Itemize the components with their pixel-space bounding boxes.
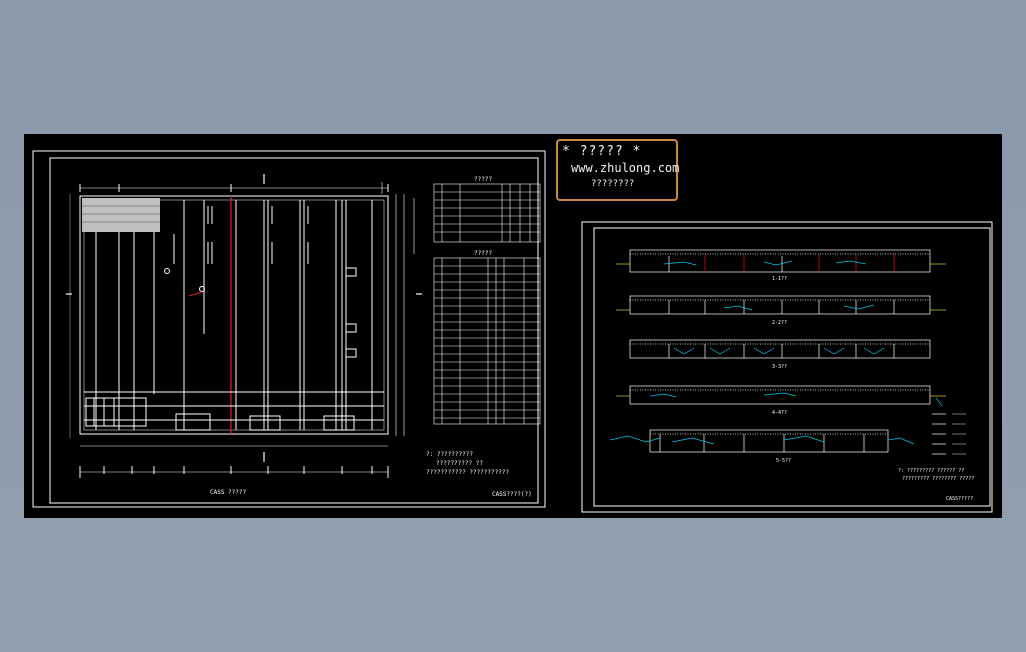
plan-notes-heading: ?: ?????????? <box>426 451 473 458</box>
plan-notes-line2: ??????????? ??????????? <box>426 469 509 476</box>
plan-caption: CASS ????? <box>210 489 247 496</box>
section-notes-line1: ?: ????????? ?????? ?? <box>898 468 964 474</box>
section-1 <box>616 249 946 273</box>
section-label-3: 3-3?? <box>772 364 787 370</box>
section-5 <box>609 429 915 453</box>
table2-title: ????? <box>474 250 492 257</box>
section-label-4: 4-4?? <box>772 410 787 416</box>
section-notes-line2: ????????? ???????? ????? <box>902 476 974 482</box>
watermark-line-1: * ????? * <box>562 144 642 159</box>
watermark-url: www.zhulong.com <box>571 161 680 175</box>
section-2 <box>616 295 946 315</box>
plan-notes-line1: ?????????? ?? <box>436 460 483 467</box>
material-table-1 <box>433 183 541 243</box>
plan-view <box>66 174 422 478</box>
plan-title-block: CASS????(?) <box>492 491 532 498</box>
section-4 <box>616 385 946 407</box>
material-table-2 <box>433 257 541 425</box>
section-3 <box>629 339 931 359</box>
plan-sheet <box>32 150 546 508</box>
section-label-2: 2-2?? <box>772 320 787 326</box>
section-label-1: 1-1?? <box>772 276 787 282</box>
section-label-5: 5-5?? <box>776 458 791 464</box>
section-legend <box>932 413 966 455</box>
section-title-block: CASS????? <box>946 496 973 502</box>
cad-drawing-canvas[interactable]: ????? ????? ?: ?????????? ?????????? ?? … <box>24 134 1002 518</box>
section-sheet <box>581 221 993 513</box>
watermark-line-3: ???????? <box>591 179 635 189</box>
table1-title: ????? <box>474 176 492 183</box>
zhulong-watermark: * ????? * www.zhulong.com ???????? <box>556 139 680 201</box>
